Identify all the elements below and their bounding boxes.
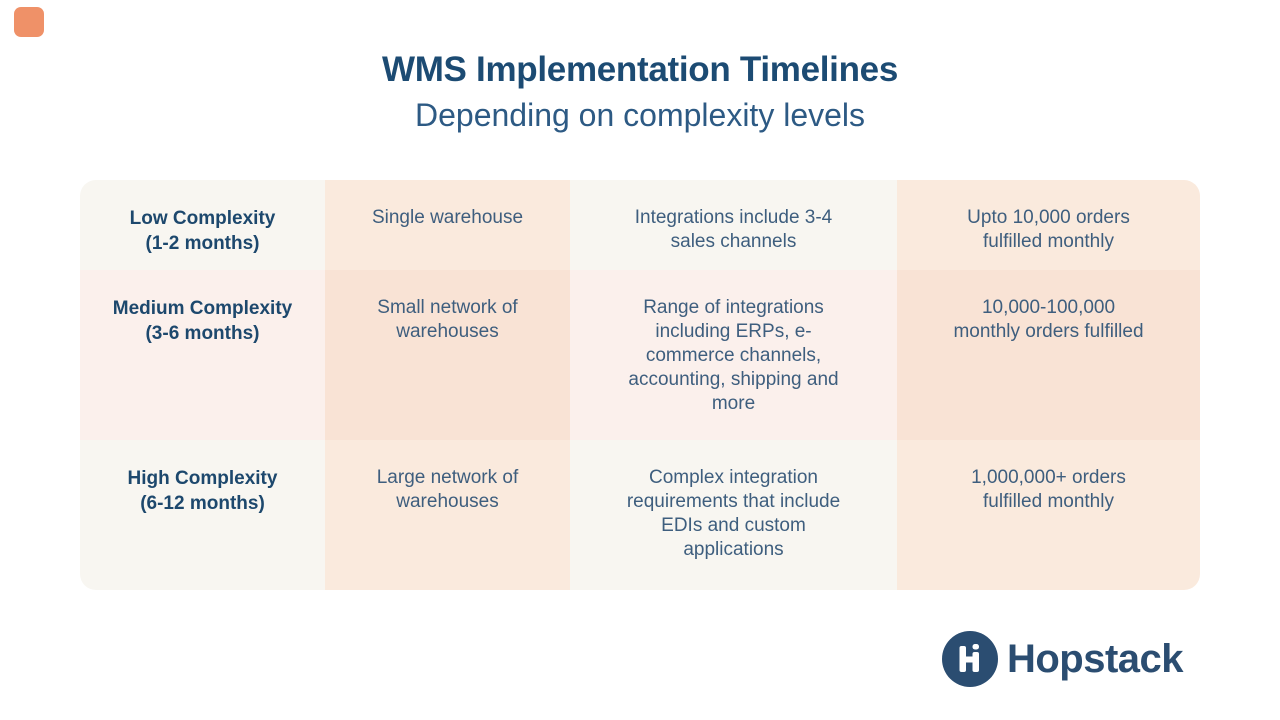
row-header-high: High Complexity (6-12 months): [80, 440, 325, 590]
integrations-cell-low: Integrations include 3-4 sales channels: [570, 180, 897, 270]
integrations-cell-medium: Range of integrations including ERPs, e-…: [570, 270, 897, 440]
brand-footer: Hopstack: [941, 631, 1184, 687]
orders-cell-high: 1,000,000+ orders fulfilled monthly: [897, 440, 1200, 590]
orders-cell-medium: 10,000-100,000 monthly orders fulfilled: [897, 270, 1200, 440]
header: WMS Implementation Timelines Depending o…: [0, 50, 1280, 134]
page-subtitle: Depending on complexity levels: [414, 97, 866, 133]
orders-text: Upto 10,000 orders fulfilled monthly: [967, 207, 1130, 252]
orders-text: 1,000,000+ orders fulfilled monthly: [971, 467, 1126, 512]
complexity-label: High Complexity: [127, 468, 278, 489]
warehouse-cell-medium: Small network of warehouses: [325, 270, 570, 440]
warehouse-text: Single warehouse: [371, 207, 524, 228]
row-header-medium: Medium Complexity (3-6 months): [80, 270, 325, 440]
page-title: WMS Implementation Timelines: [381, 50, 899, 89]
complexity-label: Medium Complexity: [112, 298, 293, 319]
complexity-table: Low Complexity (1-2 months) Single wareh…: [80, 180, 1200, 590]
integrations-cell-high: Complex integration requirements that in…: [570, 440, 897, 590]
row-header-low: Low Complexity (1-2 months): [80, 180, 325, 270]
warehouse-text: Small network of warehouses: [377, 297, 518, 342]
warehouse-cell-high: Large network of warehouses: [325, 440, 570, 590]
complexity-duration: (1-2 months): [145, 233, 260, 254]
warehouse-cell-low: Single warehouse: [325, 180, 570, 270]
complexity-duration: (6-12 months): [140, 493, 265, 514]
orders-text: 10,000-100,000 monthly orders fulfilled: [953, 297, 1144, 342]
complexity-label: Low Complexity: [129, 208, 276, 229]
integrations-text: Range of integrations including ERPs, e-…: [628, 297, 839, 414]
corner-accent-decoration: [14, 7, 44, 37]
warehouse-text: Large network of warehouses: [376, 467, 519, 512]
brand-name: Hopstack: [1006, 637, 1184, 681]
orders-cell-low: Upto 10,000 orders fulfilled monthly: [897, 180, 1200, 270]
integrations-text: Complex integration requirements that in…: [626, 467, 841, 560]
hopstack-logo-icon: [941, 631, 998, 687]
complexity-duration: (3-6 months): [145, 323, 260, 344]
integrations-text: Integrations include 3-4 sales channels: [634, 207, 833, 252]
